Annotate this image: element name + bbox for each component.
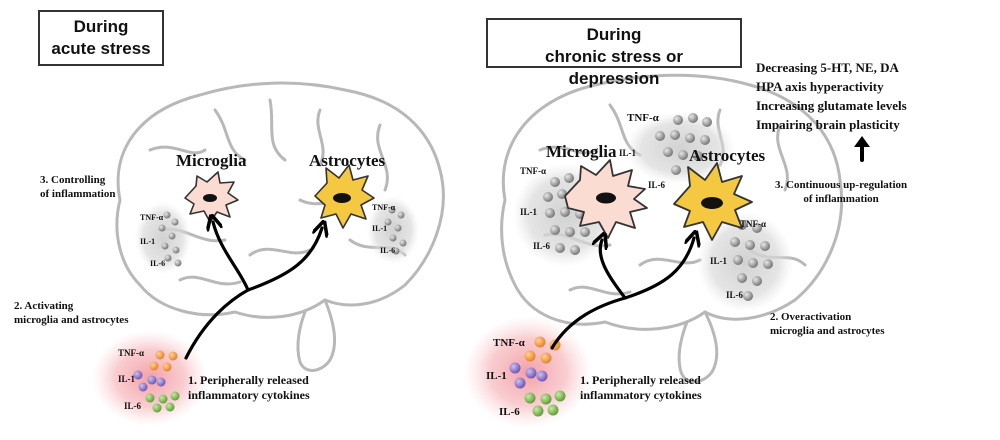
right-activation-arrows [550,238,694,350]
right-title-line1: During [586,25,642,44]
left-step2-label: 2. Activating microglia and astrocytes [14,299,128,327]
right-zone-left-il1-label: IL-1 [520,207,538,217]
right-step3-line1: 3. Continuous up-regulation [775,179,908,191]
right-zone-top-il6-label: IL-6 [648,180,666,190]
left-title-line2: acute stress [51,39,151,58]
right-panel-title: During chronic stress or depression [486,18,742,88]
left-panel-title: During acute stress [38,10,164,66]
right-step1-line1: 1. Peripherally released [580,373,701,387]
left-step1-line2: inflammatory cytokines [188,388,310,402]
right-inflammation-zone-right [697,212,793,312]
right-step2-line2: microglia and astrocytes [770,325,885,337]
left-step3-line1: 3. Controlling [40,174,106,186]
left-periph-il6-label: IL-6 [124,401,142,411]
right-zone-dots [543,113,773,301]
left-step1-label: 1. Peripherally released inflammatory cy… [188,373,310,403]
left-step3-label: 3. Controlling of inflammation [40,173,115,201]
left-step2-line2: microglia and astrocytes [14,314,129,326]
depression-effects-list: Decreasing 5-HT, NE, DA HPA axis hyperac… [756,58,907,134]
upregulation-arrow [854,136,870,162]
right-step1-label: 1. Peripherally released inflammatory cy… [580,373,702,403]
right-step3-label: 3. Continuous up-regulation of inflammat… [775,178,907,206]
effect-item: HPA axis hyperactivity [756,79,884,94]
right-step2-label: 2. Overactivation microglia and astrocyt… [770,310,884,338]
right-title-line2: chronic stress or depression [545,47,683,88]
left-step1-line1: 1. Peripherally released [188,373,309,387]
effect-item: Increasing glutamate levels [756,98,907,113]
left-zone-il6-label: IL-6 [150,259,166,268]
right-zone-top-tnf-label: TNF-α [627,112,659,124]
right-zone-right-il6-label: IL-6 [726,290,744,300]
right-microglia-cell [564,159,648,239]
left-zone-tnf-label: TNF-α [140,213,164,222]
effect-item: Impairing brain plasticity [756,117,900,132]
left-zone-dots [158,206,407,267]
left-zone-il1-label: IL-1 [140,237,156,246]
right-zone-right-tnf-label: TNF-α [740,219,767,229]
left-title-line1: During [73,17,129,36]
left-periph-il1-label: IL-1 [118,374,136,384]
right-zone-right-il1-label: IL-1 [710,256,728,266]
left-activation-arrows [184,222,322,360]
effect-item: Decreasing 5-HT, NE, DA [756,60,899,75]
right-periph-il1-label: IL-1 [486,370,507,382]
left-brain-outline [115,81,445,372]
left-step3-line2: of inflammation [40,188,116,200]
right-inflammation-zone-top [625,112,735,184]
right-periph-tnf-label: TNF-α [493,337,525,349]
left-zone2-tnf-label: TNF-α [372,203,396,212]
left-astrocytes-label: Astrocytes [309,151,386,170]
left-microglia-label: Microglia [176,151,247,170]
right-microglia-label: Microglia [546,142,617,161]
left-microglia-cell [184,171,239,223]
left-peripheral-cytokines [133,350,180,413]
right-zone-left-tnf-label: TNF-α [520,166,547,176]
right-peripheral-cytokines [509,336,566,417]
right-step2-line1: 2. Overactivation [770,311,852,323]
left-step2-line1: 2. Activating [14,300,74,312]
left-inflammation-zone-right [367,196,419,264]
right-step3-line2: of inflammation [803,193,879,205]
right-astrocyte-cell [673,162,753,241]
right-zone-left-il6-label: IL-6 [533,241,551,251]
left-zone2-il1-label: IL-1 [372,224,388,233]
right-astrocytes-label: Astrocytes [689,146,766,165]
left-zone2-il6-label: IL-6 [380,246,396,255]
left-periph-tnf-label: TNF-α [118,348,145,358]
right-periph-il6-label: IL-6 [499,406,520,418]
right-zone-top-il1-label: IL-1 [619,148,637,158]
right-step1-line2: inflammatory cytokines [580,388,702,402]
left-astrocyte-cell [314,164,375,229]
